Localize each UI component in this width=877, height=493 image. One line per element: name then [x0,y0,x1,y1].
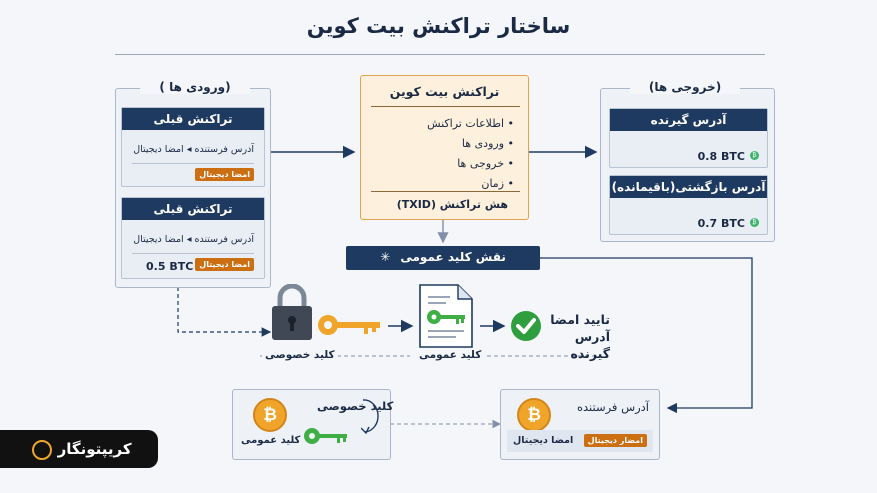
bottom-public-key-label: کلید عمومی [241,435,301,446]
output-card-1-title: آدرس گیرنده [610,109,767,131]
public-key-document-icon [419,284,473,348]
input-card-2-amount: 0.5 BTC [146,260,194,273]
inputs-label: ( ورودی ها) [140,80,250,94]
input-card-1-divider [132,163,254,164]
title-divider [115,54,765,55]
bitcoin-coin-icon: ₿ [517,398,551,432]
public-key-role-banner: نقش کلید عمومی ✳ [346,246,540,270]
transaction-item: • خروجی ها [457,157,514,170]
transaction-items: • اطلاعات تراکنش • ورودی ها • خروجی ها •… [427,114,514,194]
output-card-2-title: آدرس بازگشتی(باقیمانده) [610,176,767,198]
private-key-caption: کلید خصوصی [262,349,338,361]
input-card-2-divider [132,253,254,254]
role-to-sender-line [540,257,753,414]
bitcoin-coin-icon: ₿ [253,398,287,432]
transaction-title: تراکنش بیت کوین [389,84,500,99]
page-title: ساختار تراکنش بیت کوین [306,14,571,38]
brand-logo-text: کریپتونگار [57,440,132,458]
outputs-label: (خروجی ها) [630,80,740,94]
input-card-2-line: آدرس فرستنده ◂ امضا دیجیتال [133,234,254,245]
verify-text: تایید امضا آدرس گیرنده [548,311,610,362]
transaction-item: • اطلاعات تراکنش [427,117,514,130]
sender-address-label: آدرس فرستنده [576,400,649,414]
bitcoin-icon: ₿ [750,218,759,227]
brand-logo: کریپتونگار [0,430,158,468]
public-key-role-label: نقش کلید عمومی [400,250,506,264]
transaction-title-divider [371,106,520,107]
transaction-item: • ورودی ها [461,137,514,150]
keys-pair-box: ₿ کلید خصوصی کلید عمومی [232,389,394,460]
input-card-2-title: تراکنش قبلی [122,198,264,220]
bottom-private-key-label: کلید خصوصی [317,399,394,413]
output-card-1-amount-row: 0.8 BTC ₿ [698,145,759,164]
transaction-hash-divider [371,191,520,192]
transaction-hash: هش تراکنش (TXID) [396,198,508,211]
sender-signature-badge: امضار دیجیتال [583,434,647,447]
verify-line-2: آدرس گیرنده [570,329,610,361]
public-key-caption: کلید عمومی [416,349,485,361]
sender-signature-row: امضار دیجیتال امضا دیجیتال [507,430,653,452]
green-key-icon [304,428,347,444]
input-card-1-badge: امضا دیجیتال [195,168,254,181]
input-card-1-line: آدرس فرستنده ◂ امضا دیجیتال [133,144,254,155]
output-card-2: آدرس بازگشتی(باقیمانده) 0.7 BTC ₿ [609,175,768,235]
input-card-2-badge: امضا دیجیتال [195,258,254,271]
sender-box: ₿ آدرس فرستنده امضار دیجیتال امضا دیجیتا… [500,389,660,460]
brand-mark-icon [32,439,53,460]
input-card-1-title: تراکنش قبلی [122,108,264,130]
cycle-arrow-icon [361,399,379,434]
checkmark-icon [511,311,541,341]
transaction-item: • زمان [481,177,514,190]
output-card-2-amount: 0.7 BTC [697,217,745,230]
output-card-2-amount-row: 0.7 BTC ₿ [698,212,759,231]
sender-signature-label: امضا دیجیتال [513,435,574,446]
input-card-1: تراکنش قبلی آدرس فرستنده ◂ امضا دیجیتال … [121,107,265,187]
output-card-1: آدرس گیرنده 0.8 BTC ₿ [609,108,768,168]
sparkle-icon: ✳ [380,250,391,264]
bitcoin-icon: ₿ [750,151,759,160]
dashed-inputs-to-lock [177,287,272,337]
lock-key-icon [272,284,380,340]
verify-line-1: تایید امضا [550,312,610,327]
transaction-box: تراکنش بیت کوین • اطلاعات تراکنش • ورودی… [360,75,529,220]
output-card-1-amount: 0.8 BTC [697,150,745,163]
input-card-2: تراکنش قبلی آدرس فرستنده ◂ امضا دیجیتال … [121,197,265,279]
